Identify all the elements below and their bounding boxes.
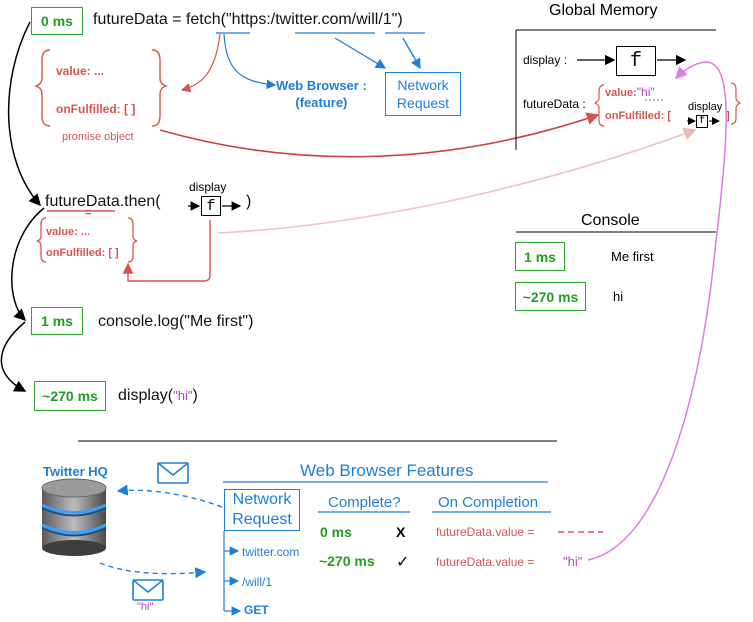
promise-onfulfilled: onFulfilled: [ ]	[56, 102, 136, 116]
branch-method: GET	[244, 603, 269, 617]
envelope-label: "hi"	[137, 601, 154, 613]
gm-display-key: display :	[523, 53, 568, 67]
code-display-call: display("hi")	[118, 387, 198, 405]
gm-function-f-icon: f	[629, 49, 642, 73]
feature-row2-complete: ✓	[396, 554, 410, 571]
code-then-close: )	[246, 193, 252, 210]
branch-host: twitter.com	[242, 545, 300, 559]
feature-row1-time: 0 ms	[320, 524, 352, 540]
timestamp-1ms: 1 ms	[31, 307, 83, 335]
features-net-line1: Network	[232, 491, 292, 508]
branch-path: /will/1	[242, 575, 273, 589]
web-browser-label-line2: (feature)	[295, 95, 348, 110]
promise-value: value: ...	[56, 64, 105, 78]
then-display-label: display	[189, 180, 227, 194]
database-icon	[41, 478, 107, 556]
code-then: futureData.then(	[45, 193, 161, 211]
features-title: Web Browser Features	[300, 461, 474, 480]
timestamp-270ms: ~270 ms	[34, 381, 106, 411]
code-fetch-suffix: ")	[391, 11, 403, 28]
network-request-box: Network Request	[385, 72, 461, 116]
code-line-fetch: futureData = fetch("https:/twitter.com/w…	[93, 11, 403, 29]
features-network-request: Network Request	[224, 489, 300, 531]
console-text-1: Me first	[611, 249, 654, 264]
flow-arrow-3	[0, 321, 27, 392]
gm-value-label: value:	[605, 87, 637, 99]
col-complete: Complete?	[328, 494, 401, 511]
gm-onfulfilled-end: ]	[726, 110, 730, 122]
network-request-line1: Network	[397, 77, 449, 93]
feature-row1-assign: futureData.value =	[436, 525, 535, 539]
feature-row2-assign: futureData.value =	[436, 555, 535, 569]
function-f-icon: f	[206, 197, 216, 215]
feature-row2-value: "hi"	[563, 554, 583, 569]
gm-inner-function-box: f	[696, 115, 708, 128]
console-time-1: 1 ms	[515, 242, 565, 271]
gm-function-box: f	[616, 46, 656, 76]
code-console-log: console.log("Me first")	[98, 313, 254, 330]
promise-caption: promise object	[62, 131, 134, 143]
twitter-hq-label: Twitter HQ	[43, 464, 108, 479]
network-request-line2: Request	[396, 95, 450, 111]
then-promise-value: value: ...	[46, 226, 91, 238]
web-browser-label: Web Browser : (feature)	[276, 77, 367, 111]
features-net-line2: Request	[232, 511, 292, 528]
gm-inner-display: display	[688, 101, 723, 113]
code-display-fn: display(	[118, 387, 174, 404]
code-fetch-url: :/	[266, 11, 276, 28]
gm-futuredata-key: futureData :	[523, 97, 586, 111]
console-text-2: hi	[613, 289, 624, 304]
web-browser-label-line1: Web Browser :	[276, 78, 367, 93]
code-fetch-host: twitter.com/will/1	[275, 11, 392, 28]
code-then-call: futureData.then(	[45, 193, 161, 210]
feature-row1-complete: X	[396, 524, 406, 540]
envelope-icon-top	[157, 462, 189, 484]
code-display-arg: "hi"	[173, 388, 193, 403]
console-title: Console	[581, 212, 640, 229]
col-oncompletion: On Completion	[438, 494, 539, 511]
feature-row2-time: ~270 ms	[319, 553, 375, 569]
code-display-close: )	[192, 387, 198, 404]
gm-onfulfilled: onFulfilled: [	[605, 110, 671, 122]
then-equals: =	[85, 207, 92, 219]
then-promise-onfulfilled: onFulfilled: [ ]	[46, 247, 119, 259]
timestamp-0ms: 0 ms	[31, 7, 83, 35]
gm-value: value:"hi"	[605, 85, 655, 99]
code-fetch-prefix: futureData = fetch("https	[93, 11, 267, 28]
gm-inner-f-icon: f	[698, 116, 705, 127]
console-time-2: ~270 ms	[515, 282, 586, 311]
global-memory-title: Global Memory	[549, 2, 658, 19]
flow-arrow-2	[11, 207, 45, 322]
then-function-box: f	[201, 196, 221, 216]
flow-arrow-1	[7, 21, 41, 207]
gm-value-hi: "hi"	[636, 85, 655, 99]
envelope-icon-bottom	[132, 579, 164, 601]
